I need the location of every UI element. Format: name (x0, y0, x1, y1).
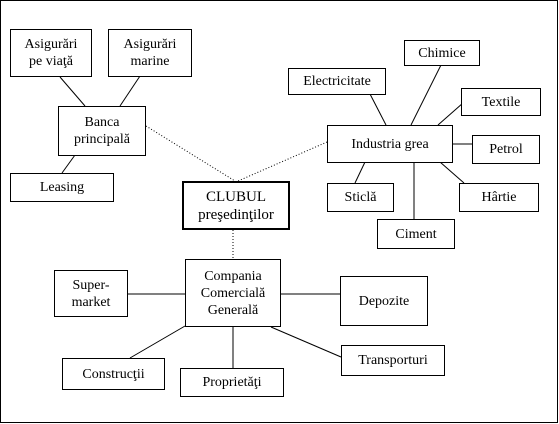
node-proprietati: Proprietăţi (180, 368, 284, 397)
node-asigurari-marine: Asigurări marine (108, 29, 192, 77)
node-banca-principala: Banca principală (58, 106, 146, 156)
node-leasing: Leasing (10, 173, 114, 202)
connector-marine-banca (119, 75, 141, 107)
node-clubul-presedintilor: CLUBUL preşedinţilor (182, 181, 290, 230)
connector-industria-hartie (439, 161, 465, 184)
connector-banca-leasing (61, 154, 76, 174)
connector-industria-electricitate (369, 93, 387, 126)
node-asigurari-viata: Asigurări pe viaţă (10, 29, 92, 77)
node-compania-comerciala-generala: Compania Comercială Generală (185, 259, 281, 327)
node-textile: Textile (461, 88, 541, 116)
connector-compania-transporturi (270, 326, 342, 358)
connector-industria-sticla (354, 161, 366, 184)
node-sticla: Sticlă (327, 183, 394, 212)
node-depozite: Depozite (340, 276, 428, 326)
node-transporturi: Transporturi (341, 345, 445, 376)
node-ciment: Ciment (377, 219, 455, 249)
node-constructii: Construcţii (62, 358, 165, 390)
connector-compania-constructii (129, 325, 186, 359)
node-petrol: Petrol (472, 135, 540, 164)
connector-industria-textile (437, 102, 464, 126)
node-chimice: Chimice (404, 40, 480, 66)
connector-industria-chimice (410, 64, 442, 126)
node-hartie: Hârtie (459, 183, 539, 212)
dotted-connector-banca-clubul (145, 125, 236, 182)
dotted-connector-industria-clubul (237, 141, 328, 182)
node-electricitate: Electricitate (288, 68, 386, 95)
node-supermarket: Super- market (54, 270, 128, 317)
connector-viata-banca (59, 76, 86, 107)
node-industria-grea: Industria grea (327, 125, 453, 163)
